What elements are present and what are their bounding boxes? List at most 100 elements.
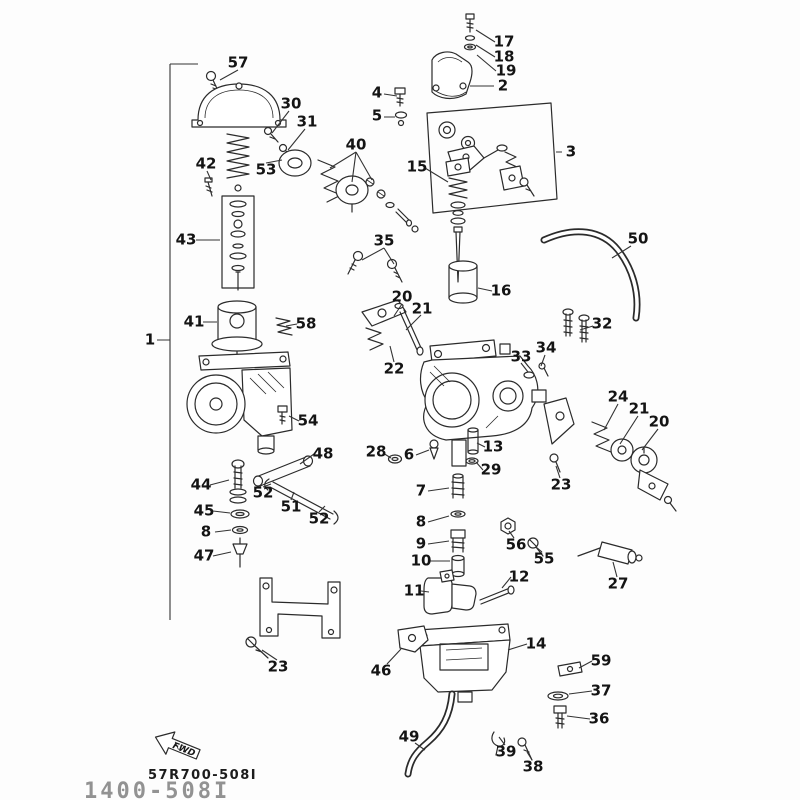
main-jet-9 [450,529,466,553]
callout-3: 3 [566,143,576,161]
callout-10: 10 [411,552,432,570]
callout-43: 43 [176,231,197,249]
callout-8: 8 [416,513,426,531]
needle-set-bracket-43 [221,184,255,291]
washer-8-left [231,525,249,535]
callout-34: 34 [536,339,557,357]
callout-48: 48 [313,445,334,463]
callout-6: 6 [404,446,414,464]
clamp-59 [557,661,583,677]
callout-46: 46 [371,662,392,680]
callout-12: 12 [509,568,530,586]
washer-33 [523,371,535,379]
choke-disc-21 [610,438,634,462]
catalog-code: 57R700-508I [148,768,258,783]
screw-23-left [245,636,269,659]
drain-hose-49 [404,690,456,778]
throttle-lever-22 [361,299,424,356]
callout-9: 9 [416,535,426,553]
carburetor-top-housing [186,351,293,455]
clip-39 [491,731,506,756]
callout-56: 56 [506,536,527,554]
callout-13: 13 [483,438,504,456]
callout-7: 7 [416,482,426,500]
spring-58 [275,317,293,336]
callout-19: 19 [496,62,517,80]
callout-1: 1 [145,331,155,349]
bracket-46 [397,625,429,653]
bracket-23-right [543,397,575,473]
needle-jet-13 [467,427,479,455]
screw-4 [394,87,406,107]
callout-50: 50 [628,230,649,248]
washer-5 [394,111,408,127]
choke-cam-20 [630,446,658,474]
needle-valve-6 [429,439,439,460]
callout-31: 31 [297,113,318,131]
callout-11: 11 [404,582,425,600]
callout-17: 17 [494,33,515,51]
starter-plunger-27 [577,541,643,565]
choke-spring-24 [591,421,612,453]
callout-53: 53 [256,161,277,179]
bolt-54 [277,405,288,425]
o-ring-29 [465,457,479,465]
carburetor-main-body [419,339,547,467]
hex-plug-56 [500,517,516,535]
callout-18: 18 [494,48,515,66]
screws-32 [562,308,590,343]
callout-59: 59 [591,652,612,670]
callout-36: 36 [589,710,610,728]
fwd-arrow: FWD [154,731,201,760]
callout-21: 21 [412,300,433,318]
starter-set-box-3 [426,102,558,214]
callout-51: 51 [281,498,302,516]
callout-30: 30 [281,95,302,113]
bolt-44-with-washers [229,459,247,504]
callout-47: 47 [194,547,215,565]
callout-29: 29 [481,461,502,479]
callout-5: 5 [372,107,382,125]
callout-55: 55 [534,550,555,568]
washer-19 [463,43,477,51]
callout-52: 52 [253,484,274,502]
catalog-code-faint: 1400-508I [84,779,231,800]
diaphragm-set-40 [317,159,419,233]
float-pin-12 [479,585,515,605]
screw-30 [263,126,279,143]
screw-34 [538,362,549,377]
washer-37 [547,691,569,701]
valve-47 [232,537,248,568]
screw-17 [465,13,475,33]
callout-15: 15 [407,158,428,176]
callout-4: 4 [372,84,382,102]
top-cover-2 [431,51,473,100]
jet-holder-10 [451,554,465,578]
callout-38: 38 [523,758,544,776]
callout-44: 44 [191,476,212,494]
callout-24: 24 [608,388,629,406]
callout-35: 35 [374,232,395,250]
callout-37: 37 [591,682,612,700]
leader-lines [157,29,659,761]
callout-40: 40 [346,136,367,154]
callout-49: 49 [399,728,420,746]
callout-42: 42 [196,155,217,173]
piston-spring [226,133,250,179]
washer-18 [464,35,476,41]
bolt-36 [553,705,567,729]
callout-39: 39 [496,743,517,761]
callout-45: 45 [194,502,215,520]
callout-23: 23 [268,658,289,676]
callout-20: 20 [649,413,670,431]
callout-28: 28 [366,443,387,461]
callout-21: 21 [629,400,650,418]
callout-14: 14 [526,635,547,653]
callout-8: 8 [201,523,211,541]
callout-54: 54 [298,412,319,430]
callout-52: 52 [309,510,330,528]
washer-28 [387,454,403,464]
callout-58: 58 [296,315,317,333]
